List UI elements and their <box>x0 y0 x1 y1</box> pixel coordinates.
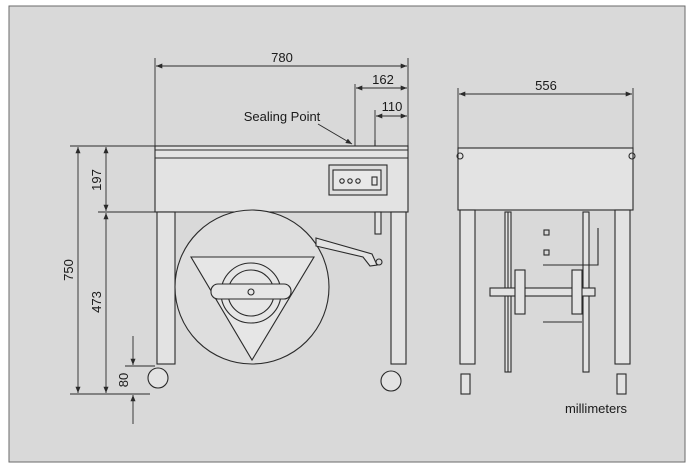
sealing-point-leader <box>317 123 353 145</box>
drawing-frame <box>8 5 686 463</box>
strap-arm <box>315 237 378 267</box>
side-view <box>456 147 636 395</box>
control-knob <box>355 178 361 184</box>
control-knob <box>347 178 353 184</box>
dim-total-height: 750 <box>61 259 76 281</box>
dim-sealing-width: 110 <box>382 99 403 114</box>
reel-lock-bar <box>210 283 292 300</box>
dim-wheel-height: 80 <box>116 373 131 387</box>
side-left-leg <box>459 209 476 365</box>
side-right-leg <box>614 209 631 365</box>
front-right-wheel <box>380 370 402 392</box>
dim-table-height: 197 <box>89 169 104 191</box>
side-bracket <box>543 228 599 266</box>
side-right-foot <box>616 373 627 395</box>
dim-sealing-offset: 162 <box>372 72 394 87</box>
front-left-wheel <box>147 367 169 389</box>
control-knob <box>339 178 345 184</box>
side-axle <box>489 287 596 297</box>
dim-overall-width: 780 <box>271 50 293 65</box>
front-right-leg <box>390 211 407 365</box>
front-view <box>147 140 409 392</box>
front-left-leg <box>156 211 176 365</box>
dim-side-width: 556 <box>535 78 557 93</box>
side-left-foot <box>460 373 471 395</box>
side-table-top <box>457 147 634 211</box>
sealing-point-label: Sealing Point <box>244 109 321 124</box>
units-label: millimeters <box>565 401 628 416</box>
dim-body-height: 473 <box>89 291 104 313</box>
